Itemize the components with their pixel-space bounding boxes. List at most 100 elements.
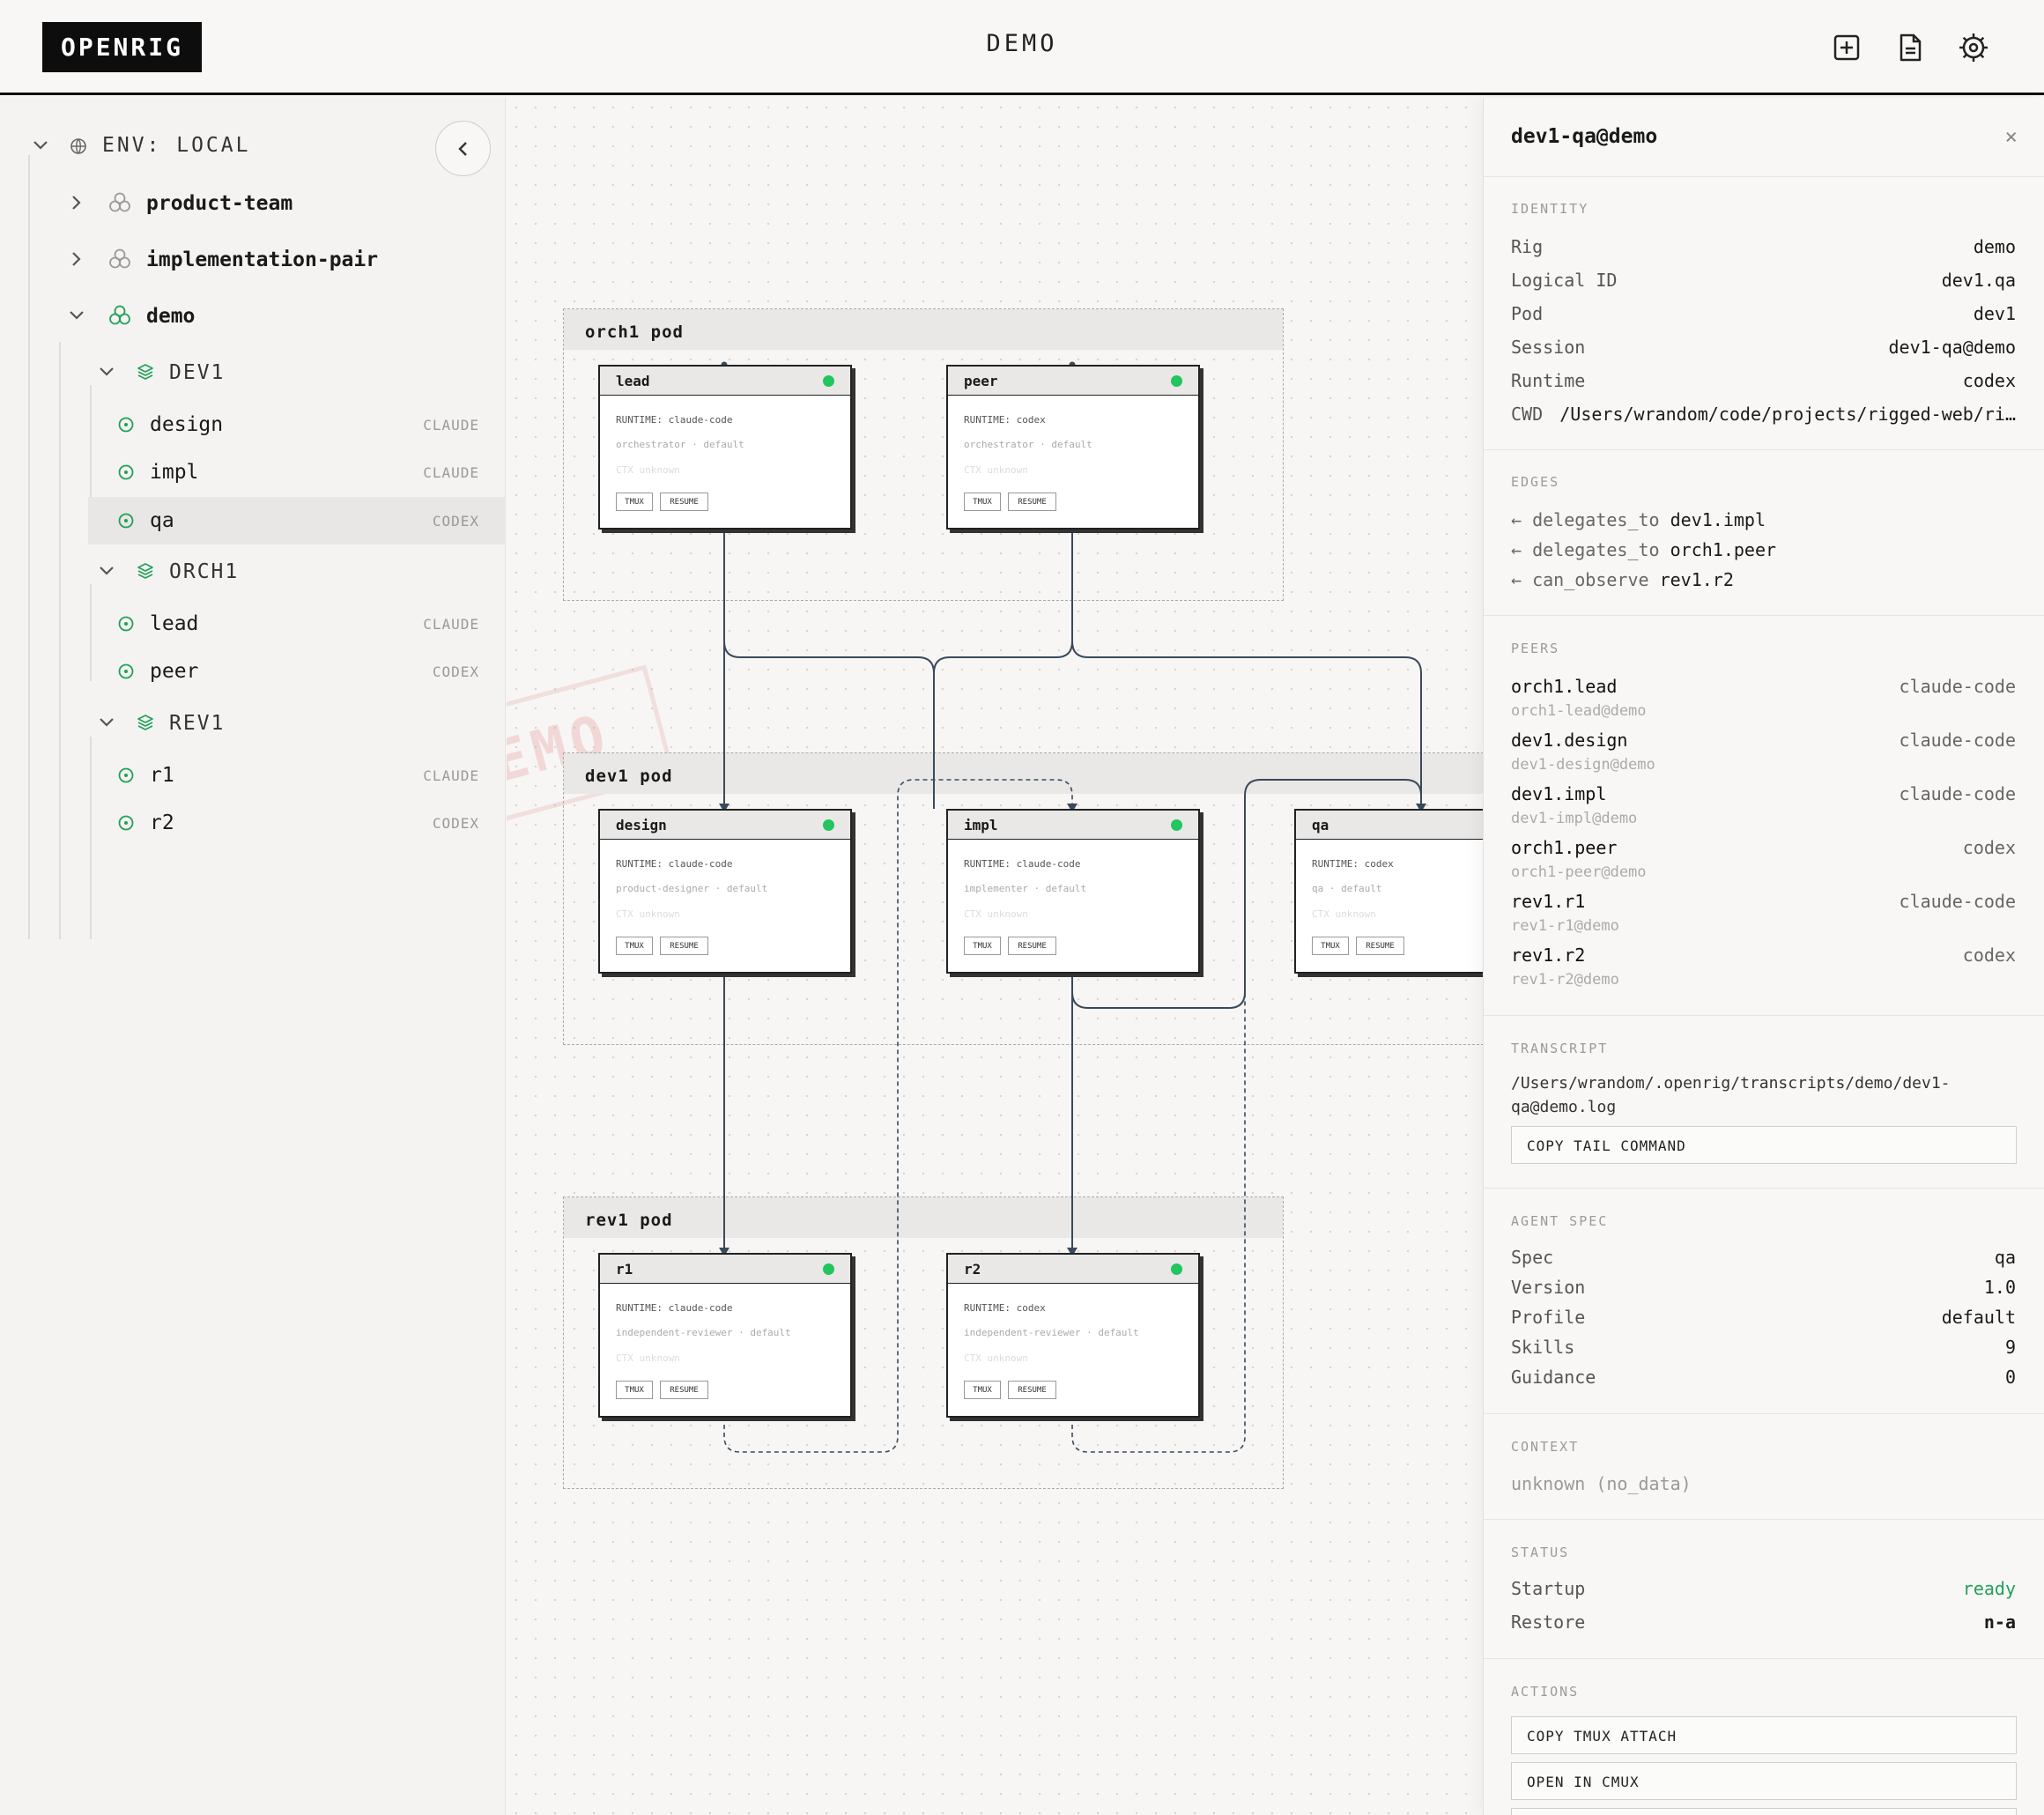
resume-button[interactable]: RESUME: [660, 493, 708, 511]
resume-button[interactable]: RESUME: [660, 937, 708, 955]
agent-node-r1[interactable]: r1 RUNTIME: claude-code independent-revi…: [598, 1253, 852, 1418]
node-runtime: RUNTIME: claude-code: [616, 858, 733, 870]
section-label-identity: IDENTITY: [1511, 201, 1589, 217]
pod-title: orch1 pod: [564, 309, 1283, 350]
action-button-partial[interactable]: [1511, 1808, 2017, 1815]
spec-value: 0: [2004, 1367, 2016, 1388]
resume-button[interactable]: RESUME: [1008, 937, 1056, 955]
transcript-path-line2: qa@demo.log: [1511, 1098, 1617, 1116]
member-item-r2[interactable]: r2 CODEX: [88, 800, 506, 846]
node-runtime: RUNTIME: codex: [964, 1302, 1046, 1314]
pod-label: DEV1: [169, 361, 226, 384]
pod-item-orch1[interactable]: ORCH1: [95, 553, 483, 589]
agent-status-icon: [118, 513, 134, 529]
copy-tmux-attach-button[interactable]: COPY TMUX ATTACH: [1511, 1716, 2017, 1754]
collapse-sidebar-button[interactable]: [435, 121, 491, 176]
member-item-lead[interactable]: lead CLAUDE: [88, 601, 506, 647]
member-label: qa: [150, 509, 174, 532]
node-title: r2: [964, 1261, 981, 1278]
tmux-button[interactable]: TMUX: [616, 493, 653, 511]
add-square-icon[interactable]: [1829, 30, 1864, 65]
member-item-r1[interactable]: r1 CLAUDE: [88, 752, 506, 798]
pod-group-orch1: orch1 pod: [563, 308, 1284, 601]
agent-node-qa[interactable]: qa RUNTIME: codex qa · default CTX unkno…: [1294, 809, 1483, 974]
tmux-button[interactable]: TMUX: [964, 1381, 1001, 1399]
copy-tail-command-button[interactable]: COPY TAIL COMMAND: [1511, 1126, 2017, 1164]
node-runtime: RUNTIME: codex: [1312, 858, 1394, 870]
edge-peer-qa: [1071, 529, 1422, 809]
tree-guide: [28, 155, 30, 939]
rig-item-implementation-pair[interactable]: implementation-pair: [63, 241, 486, 277]
peer-runtime: claude-code: [1899, 891, 2016, 912]
resume-button[interactable]: RESUME: [1008, 493, 1056, 511]
node-ctx: CTX unknown: [616, 464, 680, 476]
section-label-transcript: TRANSCRIPT: [1511, 1041, 1609, 1056]
peer-name[interactable]: orch1.lead: [1511, 676, 1618, 697]
transcript-path-line1: /Users/wrandom/.openrig/transcripts/demo…: [1511, 1074, 1951, 1093]
app-logo[interactable]: OPENRIG: [42, 22, 202, 72]
tmux-button[interactable]: TMUX: [1312, 937, 1349, 955]
pod-title: rev1 pod: [564, 1197, 1283, 1238]
spec-value: default: [1941, 1307, 2016, 1328]
tmux-button[interactable]: TMUX: [616, 937, 653, 955]
detail-panel: dev1-qa@demo × IDENTITY Rig demo Logical…: [1483, 98, 2044, 1815]
tmux-button[interactable]: TMUX: [964, 937, 1001, 955]
peer-name[interactable]: dev1.design: [1511, 730, 1628, 751]
env-row[interactable]: ENV: LOCAL: [26, 130, 414, 161]
edge-item[interactable]: ← delegates_to orch1.peer: [1511, 539, 1777, 560]
close-icon[interactable]: ×: [2004, 124, 2018, 149]
member-label: impl: [150, 461, 199, 484]
page-title: DEMO: [986, 30, 1058, 57]
panel-title: dev1-qa@demo: [1511, 125, 1658, 148]
edge-observe-r1-impl: [723, 779, 1073, 1453]
agent-node-lead[interactable]: lead RUNTIME: claude-code orchestrator ·…: [598, 365, 852, 530]
tree-guide: [59, 342, 61, 939]
peer-name[interactable]: rev1.r2: [1511, 945, 1586, 966]
peer-name[interactable]: rev1.r1: [1511, 891, 1586, 912]
tree-guide: [90, 385, 92, 528]
spec-value: qa: [1994, 1247, 2016, 1268]
spec-key: Guidance: [1511, 1367, 1596, 1388]
node-ctx: CTX unknown: [964, 1352, 1028, 1364]
peer-name[interactable]: orch1.peer: [1511, 837, 1618, 858]
member-label: peer: [150, 660, 199, 683]
tmux-button[interactable]: TMUX: [964, 493, 1001, 511]
peer-name[interactable]: dev1.impl: [1511, 783, 1607, 804]
chevron-down-icon: [100, 567, 114, 575]
document-icon[interactable]: [1892, 30, 1928, 65]
agent-node-peer[interactable]: peer RUNTIME: codex orchestrator · defau…: [946, 365, 1200, 530]
agent-node-impl[interactable]: impl RUNTIME: claude-code implementer · …: [946, 809, 1200, 974]
edge-layer: [719, 361, 1426, 1453]
pod-item-rev1[interactable]: REV1: [95, 705, 483, 740]
section-label-context: CONTEXT: [1511, 1439, 1580, 1455]
member-item-design[interactable]: design CLAUDE: [88, 402, 506, 448]
agent-node-r2[interactable]: r2 RUNTIME: codex independent-reviewer ·…: [946, 1253, 1200, 1418]
resume-button[interactable]: RESUME: [1008, 1381, 1056, 1399]
spec-key: Profile: [1511, 1307, 1586, 1328]
tmux-button[interactable]: TMUX: [616, 1381, 653, 1399]
member-item-impl[interactable]: impl CLAUDE: [88, 449, 506, 495]
pod-item-dev1[interactable]: DEV1: [95, 354, 483, 389]
peer-session: dev1-impl@demo: [1511, 810, 1638, 827]
resume-button[interactable]: RESUME: [1356, 937, 1404, 955]
member-item-peer[interactable]: peer CODEX: [88, 648, 506, 694]
agent-node-design[interactable]: design RUNTIME: claude-code product-desi…: [598, 809, 852, 974]
edge-item[interactable]: ← delegates_to dev1.impl: [1511, 509, 1766, 530]
graph-canvas[interactable]: DEMO orch1 pod dev1 pod rev1 pod: [507, 98, 1483, 1815]
open-in-cmux-button[interactable]: OPEN IN CMUX: [1511, 1762, 2017, 1800]
settings-icon[interactable]: [1956, 30, 1991, 65]
layers-icon: [137, 364, 153, 380]
agent-status-icon: [118, 767, 134, 783]
pod-label: REV1: [169, 712, 226, 735]
member-item-qa-selected[interactable]: qa CODEX: [88, 497, 506, 544]
resume-button[interactable]: RESUME: [660, 1381, 708, 1399]
rig-item-product-team[interactable]: product-team: [63, 185, 486, 220]
node-role: product-designer · default: [616, 883, 768, 894]
edge-item[interactable]: ← can_observe rev1.r2: [1511, 569, 1734, 590]
globe-icon: [70, 138, 86, 154]
divider: [1484, 1519, 2044, 1520]
rig-icon: [109, 305, 130, 325]
runtime-tag: CODEX: [432, 513, 479, 530]
rig-item-demo[interactable]: demo: [63, 298, 486, 333]
identity-key: CWD: [1511, 404, 1544, 425]
